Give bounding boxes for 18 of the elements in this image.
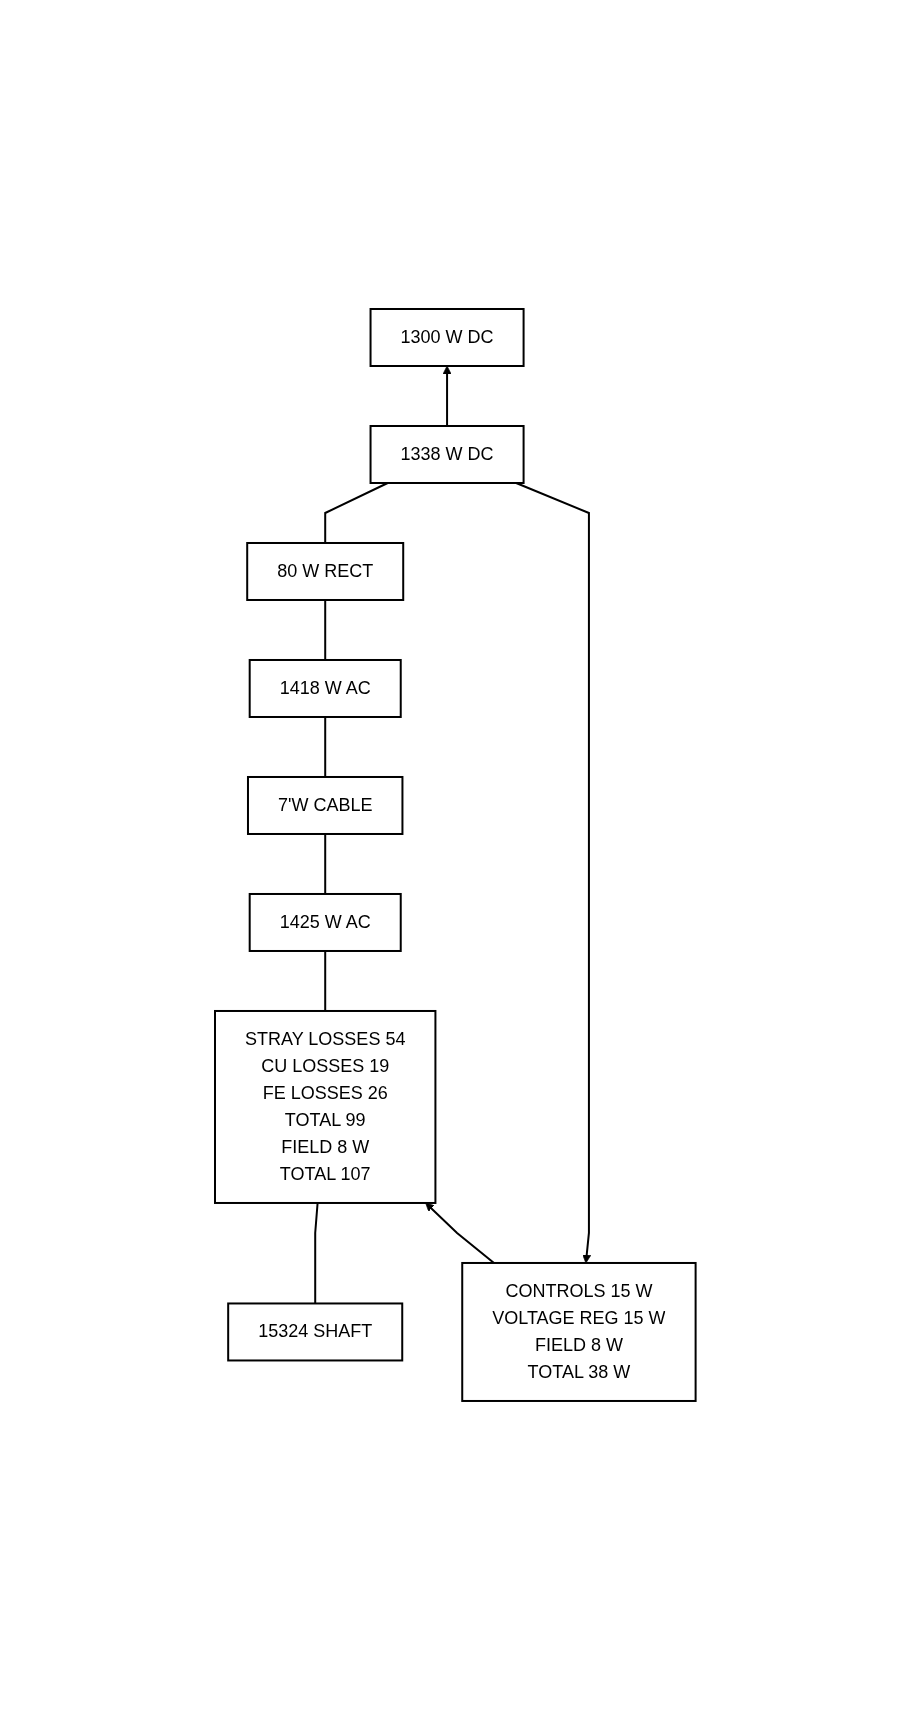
connector: [324, 598, 327, 661]
node-box: 80 W RECT: [246, 541, 405, 601]
node-box: 1300 W DC: [369, 307, 525, 367]
connector: [324, 949, 327, 1012]
arrow: [442, 365, 452, 427]
node-box: 15324 SHAFT: [227, 1302, 404, 1361]
node-box: 1338 W DC: [369, 424, 525, 484]
connector: [324, 715, 327, 778]
node-box: 1425 W AC: [248, 892, 402, 952]
connector: [324, 481, 389, 544]
connector: [314, 1201, 319, 1304]
node-box: STRAY LOSSES 54 CU LOSSES 19 FE LOSSES 26 TOTAL 99 FIELD 8 W TOTAL 107: [214, 1009, 437, 1204]
node-box: CONTROLS 15 W VOLTAGE REG 15 W FIELD 8 W TOTAL 38 W: [461, 1261, 697, 1402]
node-box: 1418 W AC: [248, 658, 402, 718]
node-box: 7'W CABLE: [247, 775, 404, 835]
arrow: [425, 1202, 496, 1264]
connector: [324, 832, 327, 895]
arrow: [515, 481, 592, 1263]
